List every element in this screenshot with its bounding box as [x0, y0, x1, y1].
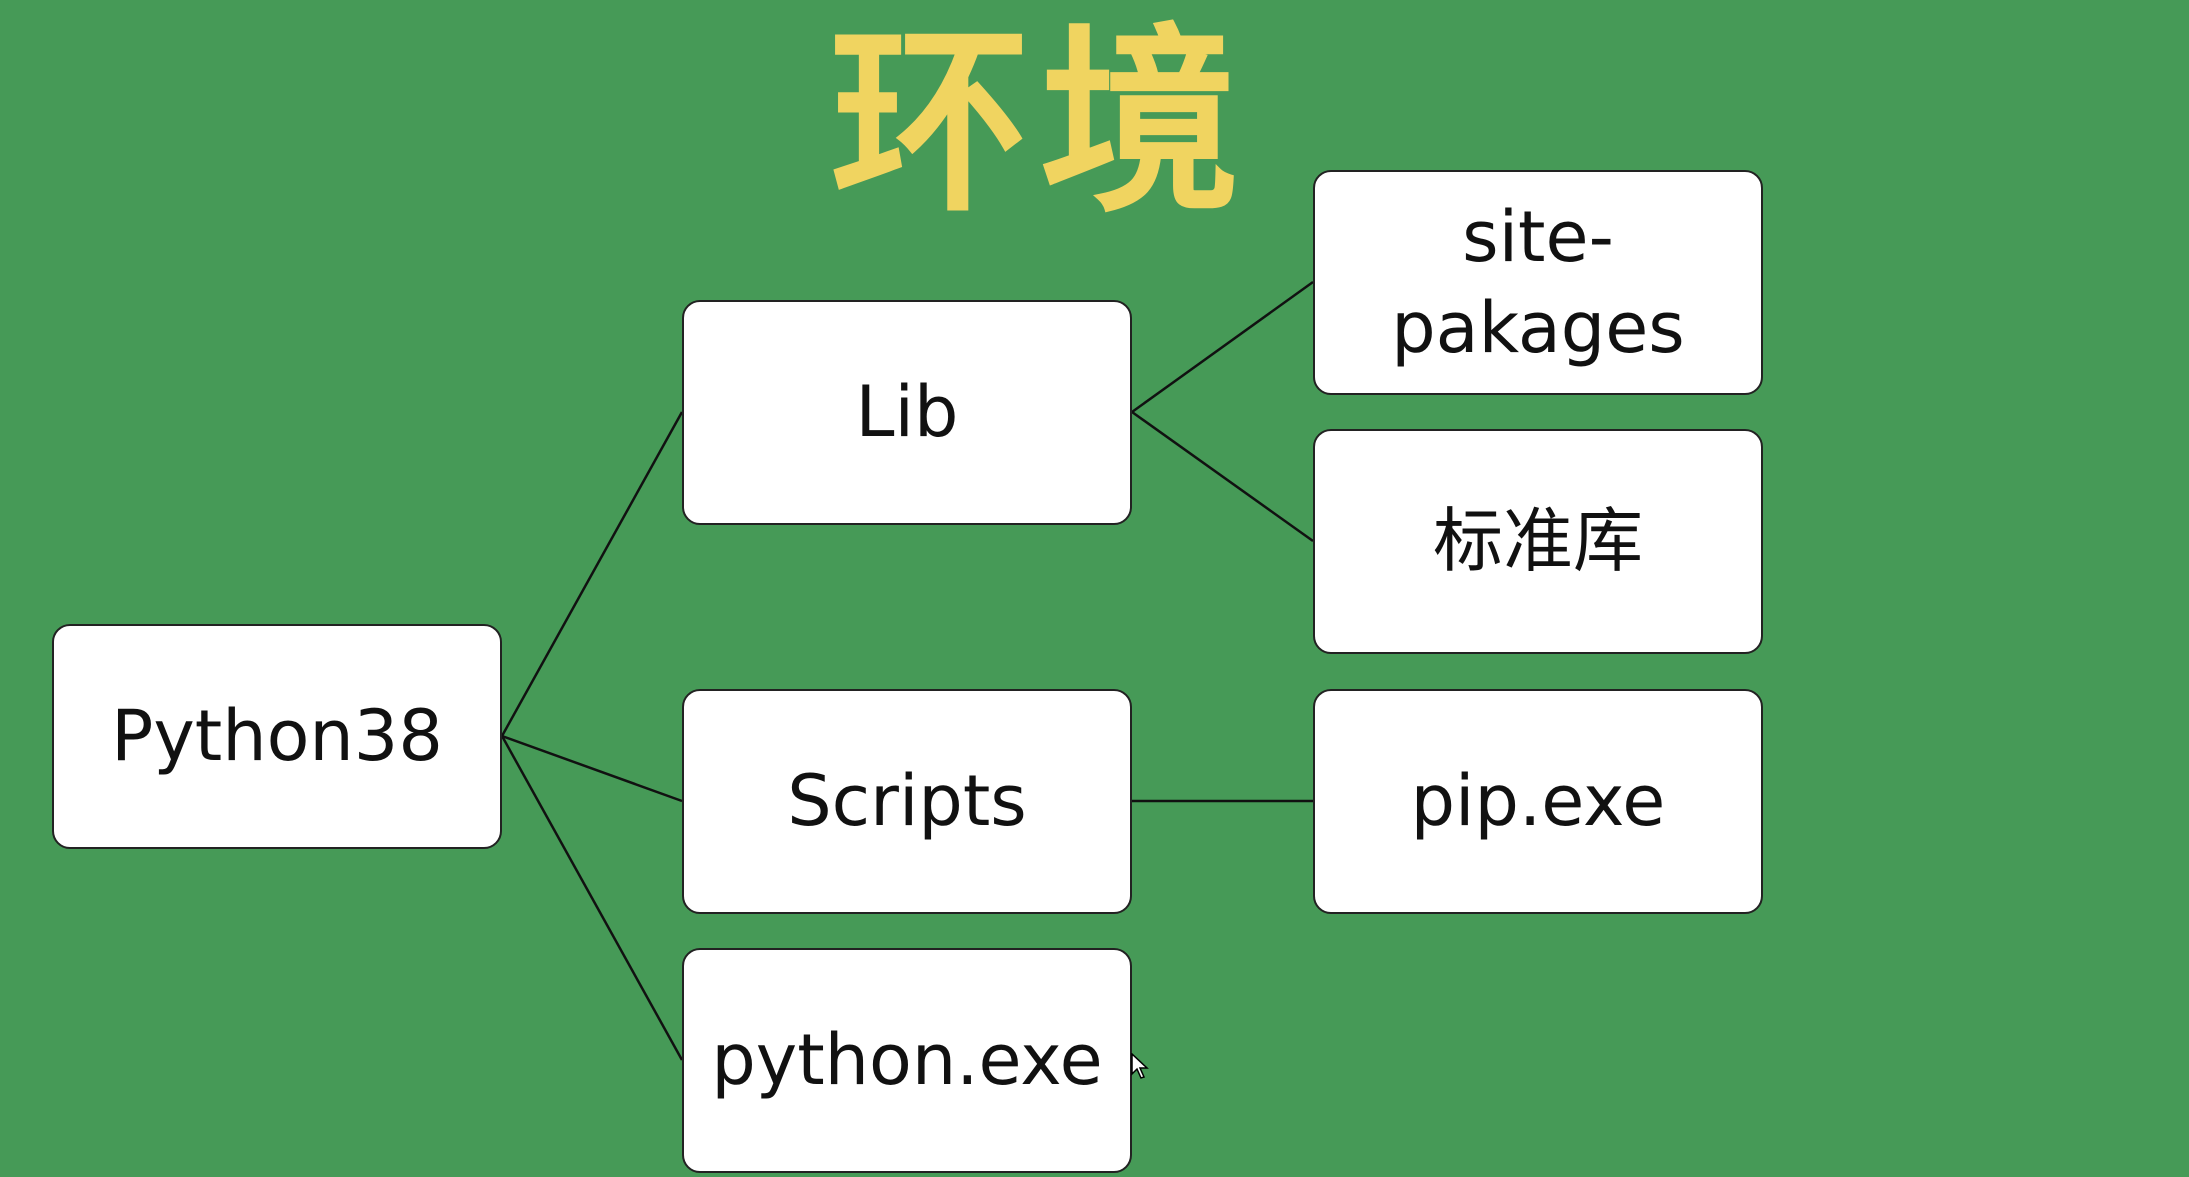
edge-python38-lib	[500, 411, 684, 737]
edge-lib-sitepackages	[1131, 280, 1314, 414]
node-lib: Lib	[682, 300, 1132, 525]
node-site-packages-line2: pakages	[1391, 286, 1685, 369]
node-scripts: Scripts	[682, 689, 1132, 914]
page-title: 环境	[829, 5, 1250, 240]
edge-python38-pythonexe	[500, 735, 684, 1061]
node-python-exe-label: python.exe	[711, 1019, 1103, 1102]
node-python38: Python38	[52, 624, 502, 849]
node-standard-library-label: 标准库	[1433, 500, 1643, 583]
mouse-pointer-icon	[1131, 1053, 1149, 1079]
node-scripts-label: Scripts	[787, 760, 1027, 843]
node-lib-label: Lib	[855, 371, 959, 454]
node-python-exe: python.exe	[682, 948, 1132, 1173]
node-pip-exe: pip.exe	[1313, 689, 1763, 914]
node-python38-label: Python38	[111, 695, 443, 778]
node-site-packages-line1: site-	[1462, 195, 1614, 278]
node-site-packages-label: site- pakages	[1391, 192, 1685, 374]
edge-python38-scripts	[501, 734, 683, 803]
node-pip-exe-label: pip.exe	[1410, 760, 1666, 843]
node-standard-library: 标准库	[1313, 429, 1763, 654]
edge-lib-stdlib	[1131, 410, 1314, 543]
node-site-packages: site- pakages	[1313, 170, 1763, 395]
